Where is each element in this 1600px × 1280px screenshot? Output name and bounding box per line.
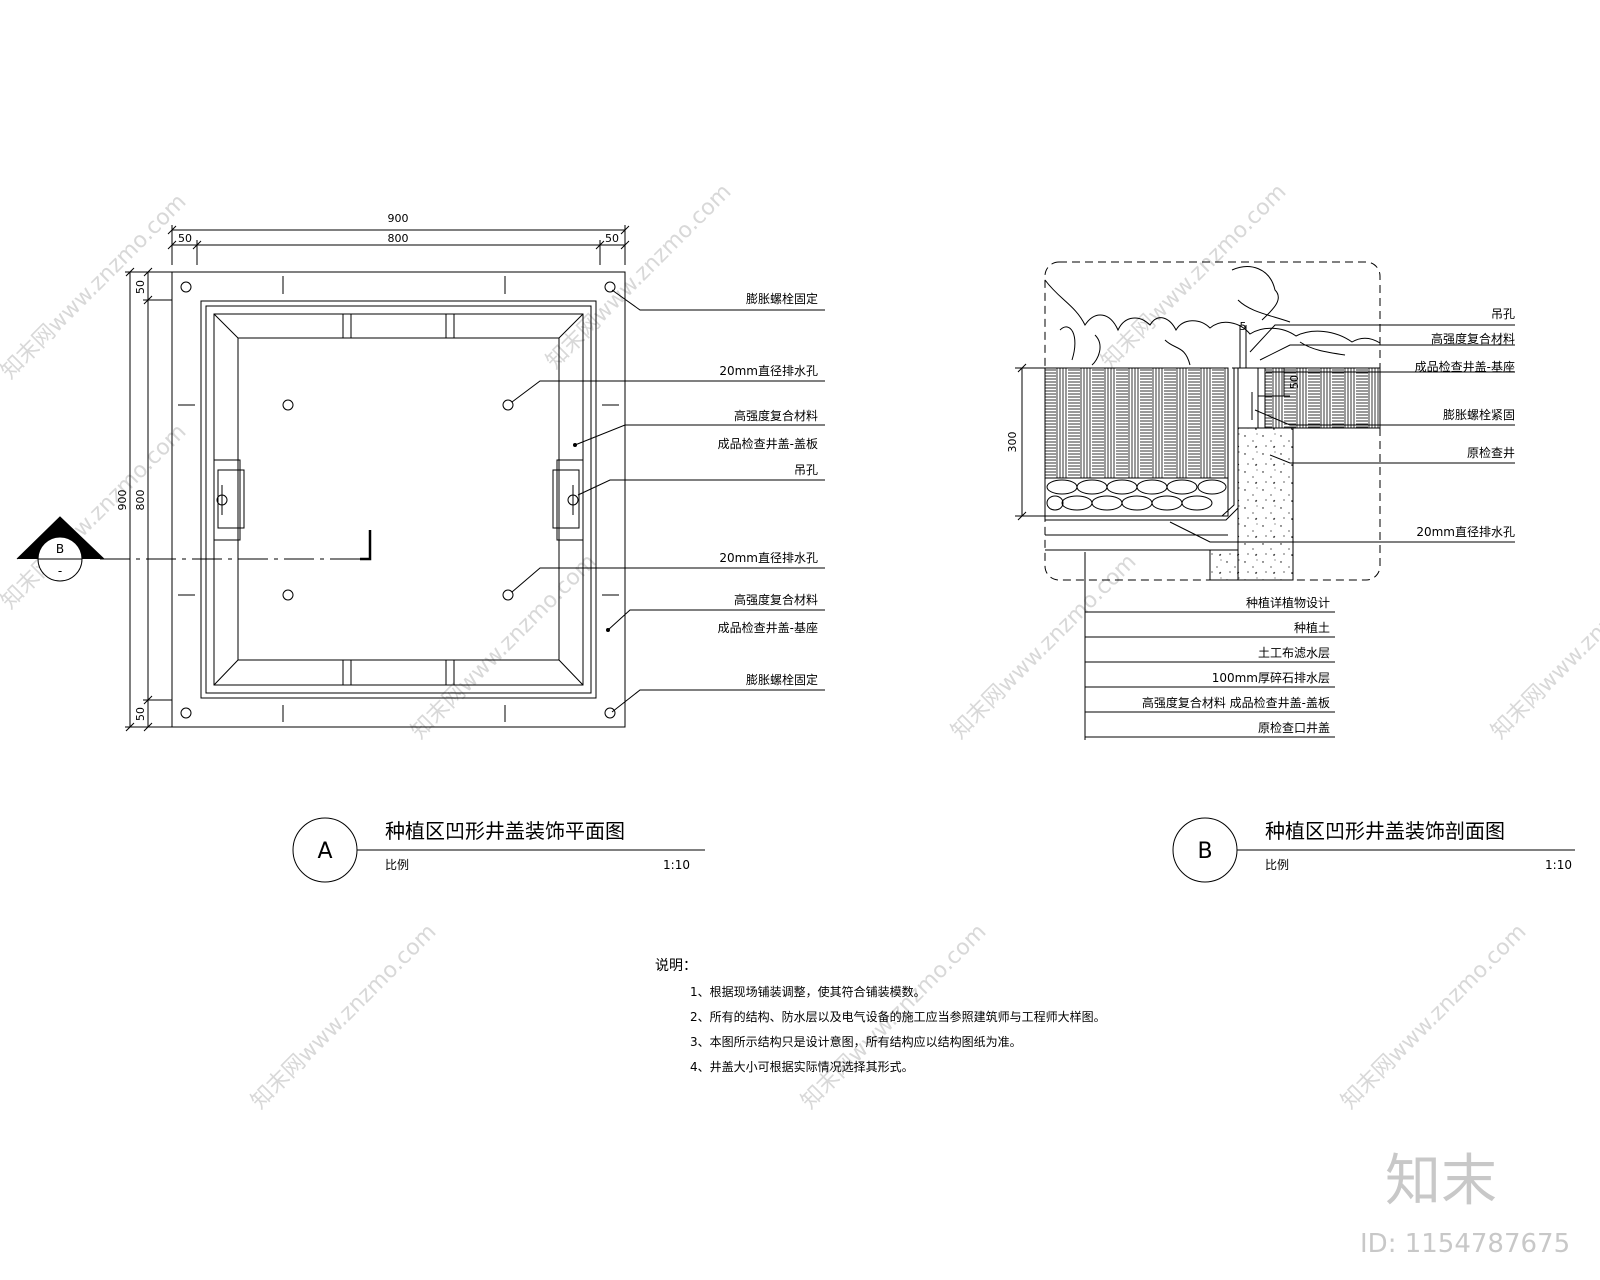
layer-label: 100mm厚碎石排水层 — [1212, 670, 1330, 685]
layer-label: 种植土 — [1294, 620, 1330, 635]
top-dimensions — [167, 225, 630, 265]
brand-id: ID: 1154787675 — [1360, 1229, 1570, 1259]
section-label: 膨胀螺栓紧固 — [1443, 407, 1515, 422]
notes-heading: 说明： — [655, 958, 697, 974]
watermark: 知末网www.znzmo.com — [0, 419, 191, 614]
plan-label: 高强度复合材料 — [734, 592, 818, 607]
watermark: 知末网www.znzmo.com — [1487, 549, 1600, 744]
dim-800-side: 800 — [134, 490, 147, 511]
notes-block: 说明： 1、根据现场铺装调整，使其符合铺装模数。 2、所有的结构、防水层以及电气… — [655, 958, 1106, 1074]
section-view — [1015, 261, 1575, 883]
layer-callout — [1084, 552, 1335, 740]
existing-manhole-wall — [1237, 427, 1294, 581]
plan-view — [16, 225, 825, 883]
dim-900-top: 900 — [388, 212, 409, 225]
watermark: 知末网www.znzmo.com — [0, 189, 191, 384]
section-title-letter: B — [1197, 839, 1212, 864]
bolt — [604, 281, 616, 293]
watermark: 知末网www.znzmo.com — [1097, 179, 1292, 374]
watermark: 知末网www.znzmo.com — [1337, 919, 1532, 1114]
section-marker — [16, 516, 105, 582]
section-label: 吊孔 — [1491, 307, 1515, 321]
plan-label: 膨胀螺栓固定 — [746, 291, 818, 306]
note-item: 3、本图所示结构只是设计意图，所有结构应以结构图纸为准。 — [690, 1034, 1022, 1049]
dim-800-top: 800 — [388, 232, 409, 245]
section-title: 种植区凹形井盖装饰剖面图 — [1265, 819, 1505, 843]
planting-soil — [1044, 367, 1229, 479]
dim-5: 5 — [1240, 320, 1247, 333]
planting-opening — [237, 337, 560, 661]
section-marker-sub: - — [58, 564, 62, 578]
plan-title-block — [292, 817, 705, 883]
section-label: 20mm直径排水孔 — [1416, 525, 1515, 539]
lifting-lug-left — [213, 459, 245, 541]
layer-label: 原检查口井盖 — [1258, 720, 1330, 735]
bolt — [604, 707, 616, 719]
plan-label: 膨胀螺栓固定 — [746, 672, 818, 687]
plant-foliage — [1044, 279, 1381, 344]
dim-50-right: 50 — [605, 232, 619, 245]
plan-label: 成品检查井盖-基座 — [718, 620, 818, 635]
plan-scale-label: 比例 — [385, 858, 409, 872]
section-label: 高强度复合材料 — [1431, 331, 1515, 346]
lifting-lug-right — [552, 459, 584, 541]
plan-text: 900 800 50 50 900 800 50 50 膨胀螺栓固定 20mm直… — [56, 212, 818, 872]
gravel-layer — [1044, 477, 1229, 517]
bolt — [180, 281, 192, 293]
section-label: 成品检查井盖-基座 — [1415, 359, 1515, 374]
watermark: 知末网www.znzmo.com — [407, 549, 602, 744]
cover-tray — [1045, 368, 1235, 517]
plan-title: 种植区凹形井盖装饰平面图 — [385, 819, 625, 843]
dim-50: 50 — [1288, 375, 1301, 389]
layer-label: 种植详植物设计 — [1246, 595, 1330, 610]
dim-300: 300 — [1006, 432, 1019, 453]
section-leaders — [1169, 324, 1515, 543]
cover-rim — [200, 300, 597, 699]
section-label: 原检查井 — [1467, 445, 1515, 460]
dim-50-top-side: 50 — [134, 280, 147, 294]
plan-scale: 1:10 — [663, 858, 690, 872]
note-item: 1、根据现场铺装调整，使其符合铺装模数。 — [690, 984, 926, 999]
section-marker-letter: B — [56, 542, 64, 556]
dim-50-left: 50 — [178, 232, 192, 245]
dim-900-side: 900 — [116, 490, 129, 511]
note-item: 4、井盖大小可根据实际情况选择其形式。 — [690, 1059, 914, 1074]
plan-label: 成品检查井盖-盖板 — [718, 436, 818, 451]
plan-label: 吊孔 — [794, 463, 818, 477]
edge-ribs — [178, 276, 619, 722]
section-text: 300 5 50 吊孔 高强度复合材料 成品检查井盖-基座 膨胀螺栓紧固 原检查… — [1006, 307, 1572, 872]
watermark: 知末网www.znzmo.com — [947, 549, 1142, 744]
plan-label: 20mm直径排水孔 — [719, 551, 818, 565]
section-title-block — [1172, 817, 1575, 883]
brand-logo: 知末 — [1385, 1149, 1497, 1214]
plan-title-letter: A — [317, 839, 332, 864]
drain-hole — [282, 399, 294, 411]
left-dimensions — [125, 267, 172, 732]
layer-label: 高强度复合材料 成品检查井盖-盖板 — [1142, 695, 1330, 710]
plan-leaders — [511, 289, 825, 713]
section-scale: 1:10 — [1545, 858, 1572, 872]
drain-hole — [282, 589, 294, 601]
plan-label: 高强度复合材料 — [734, 408, 818, 423]
drain-hole — [502, 399, 514, 411]
watermark: 知末网www.znzmo.com — [542, 179, 737, 374]
note-item: 2、所有的结构、防水层以及电气设备的施工应当参照建筑师与工程师大样图。 — [690, 1009, 1106, 1024]
watermark: 知末网www.znzmo.com — [247, 919, 442, 1114]
drain-hole — [502, 589, 514, 601]
base-frame-outer — [171, 271, 626, 728]
plan-label: 20mm直径排水孔 — [719, 364, 818, 378]
watermark-layer: 知末网www.znzmo.com 知末网www.znzmo.com 知末网www… — [0, 179, 1600, 1114]
layer-label: 土工布滤水层 — [1258, 646, 1330, 660]
section-scale-label: 比例 — [1265, 858, 1289, 872]
bolt — [180, 707, 192, 719]
dim-50-bottom-side: 50 — [134, 707, 147, 721]
